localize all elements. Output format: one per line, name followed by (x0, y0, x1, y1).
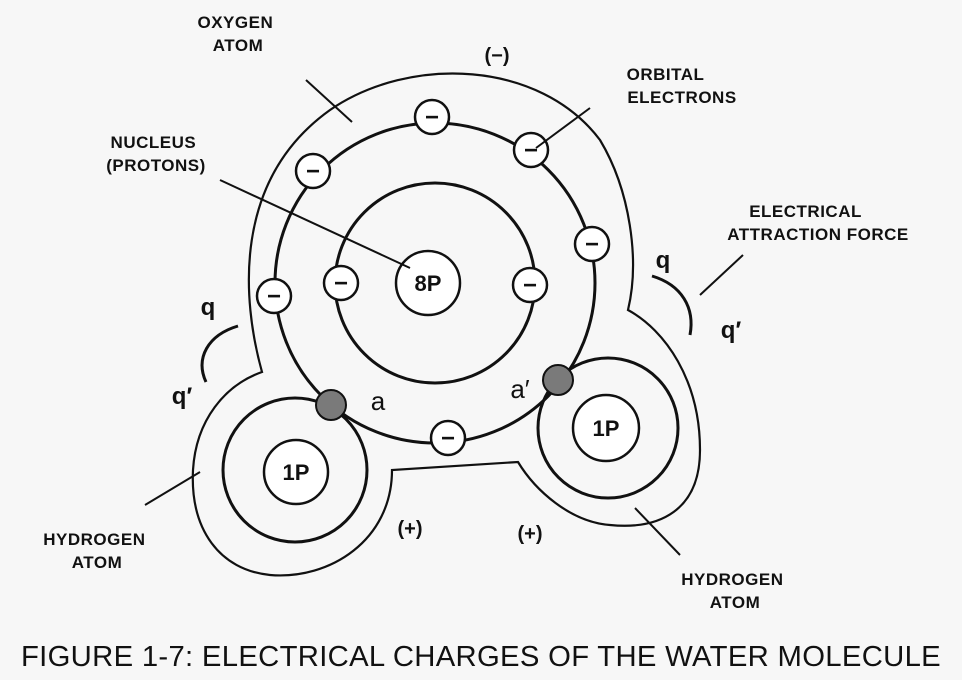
hydrogen-right-nucleus-label: 1P (593, 416, 620, 441)
hydrogen-left-nucleus-label: 1P (283, 460, 310, 485)
molecule-outline (193, 74, 700, 576)
electron: − (513, 268, 547, 302)
hydrogen-left-leader (145, 472, 200, 505)
attraction-force-leader (700, 255, 743, 295)
electron: − (514, 133, 548, 167)
q-label-left: q (201, 294, 216, 321)
hydrogen-atom-right-label: HYDROGEN ATOM (681, 570, 788, 612)
shared-electron-a (316, 390, 346, 420)
hydrogen-atom-left-label: HYDROGEN ATOM (43, 530, 150, 572)
svg-text:−: − (425, 104, 439, 131)
oxygen-nucleus-label: 8P (415, 271, 442, 296)
electron: − (575, 227, 609, 261)
electron: − (324, 266, 358, 300)
svg-text:−: − (585, 231, 599, 258)
electron: − (257, 279, 291, 313)
q-prime-label-left: q′ (172, 383, 193, 410)
oxygen-atom-label: OXYGEN ATOM (198, 13, 279, 55)
svg-text:−: − (441, 425, 455, 452)
q-prime-label-right: q′ (721, 317, 742, 344)
electrical-attraction-force-label: ELECTRICAL ATTRACTION FORCE (727, 202, 908, 244)
hydrogen-right-leader (635, 508, 680, 555)
electron: − (296, 154, 330, 188)
q-label-right: q (656, 247, 671, 274)
figure-caption: FIGURE 1-7: ELECTRICAL CHARGES OF THE WA… (21, 641, 941, 673)
svg-text:−: − (523, 272, 537, 299)
svg-text:−: − (524, 137, 538, 164)
nucleus-leader (220, 180, 410, 268)
orbital-electrons-leader (536, 108, 590, 148)
bond-a-label: a (371, 386, 386, 416)
electron: − (415, 100, 449, 134)
attraction-arc-right (652, 276, 691, 335)
svg-text:−: − (334, 270, 348, 297)
nucleus-label: NUCLEUS (PROTONS) (106, 133, 206, 175)
negative-charge-label: (−) (485, 45, 510, 67)
positive-charge-right-label: (+) (518, 523, 543, 545)
svg-text:−: − (306, 158, 320, 185)
shared-electron-a-prime (543, 365, 573, 395)
bond-a-prime-label: a′ (510, 374, 529, 404)
orbital-electrons-label: ORBITAL ELECTRONS (627, 65, 737, 107)
positive-charge-left-label: (+) (398, 518, 423, 540)
svg-text:−: − (267, 283, 281, 310)
attraction-arc-left (202, 326, 238, 382)
electron: − (431, 421, 465, 455)
